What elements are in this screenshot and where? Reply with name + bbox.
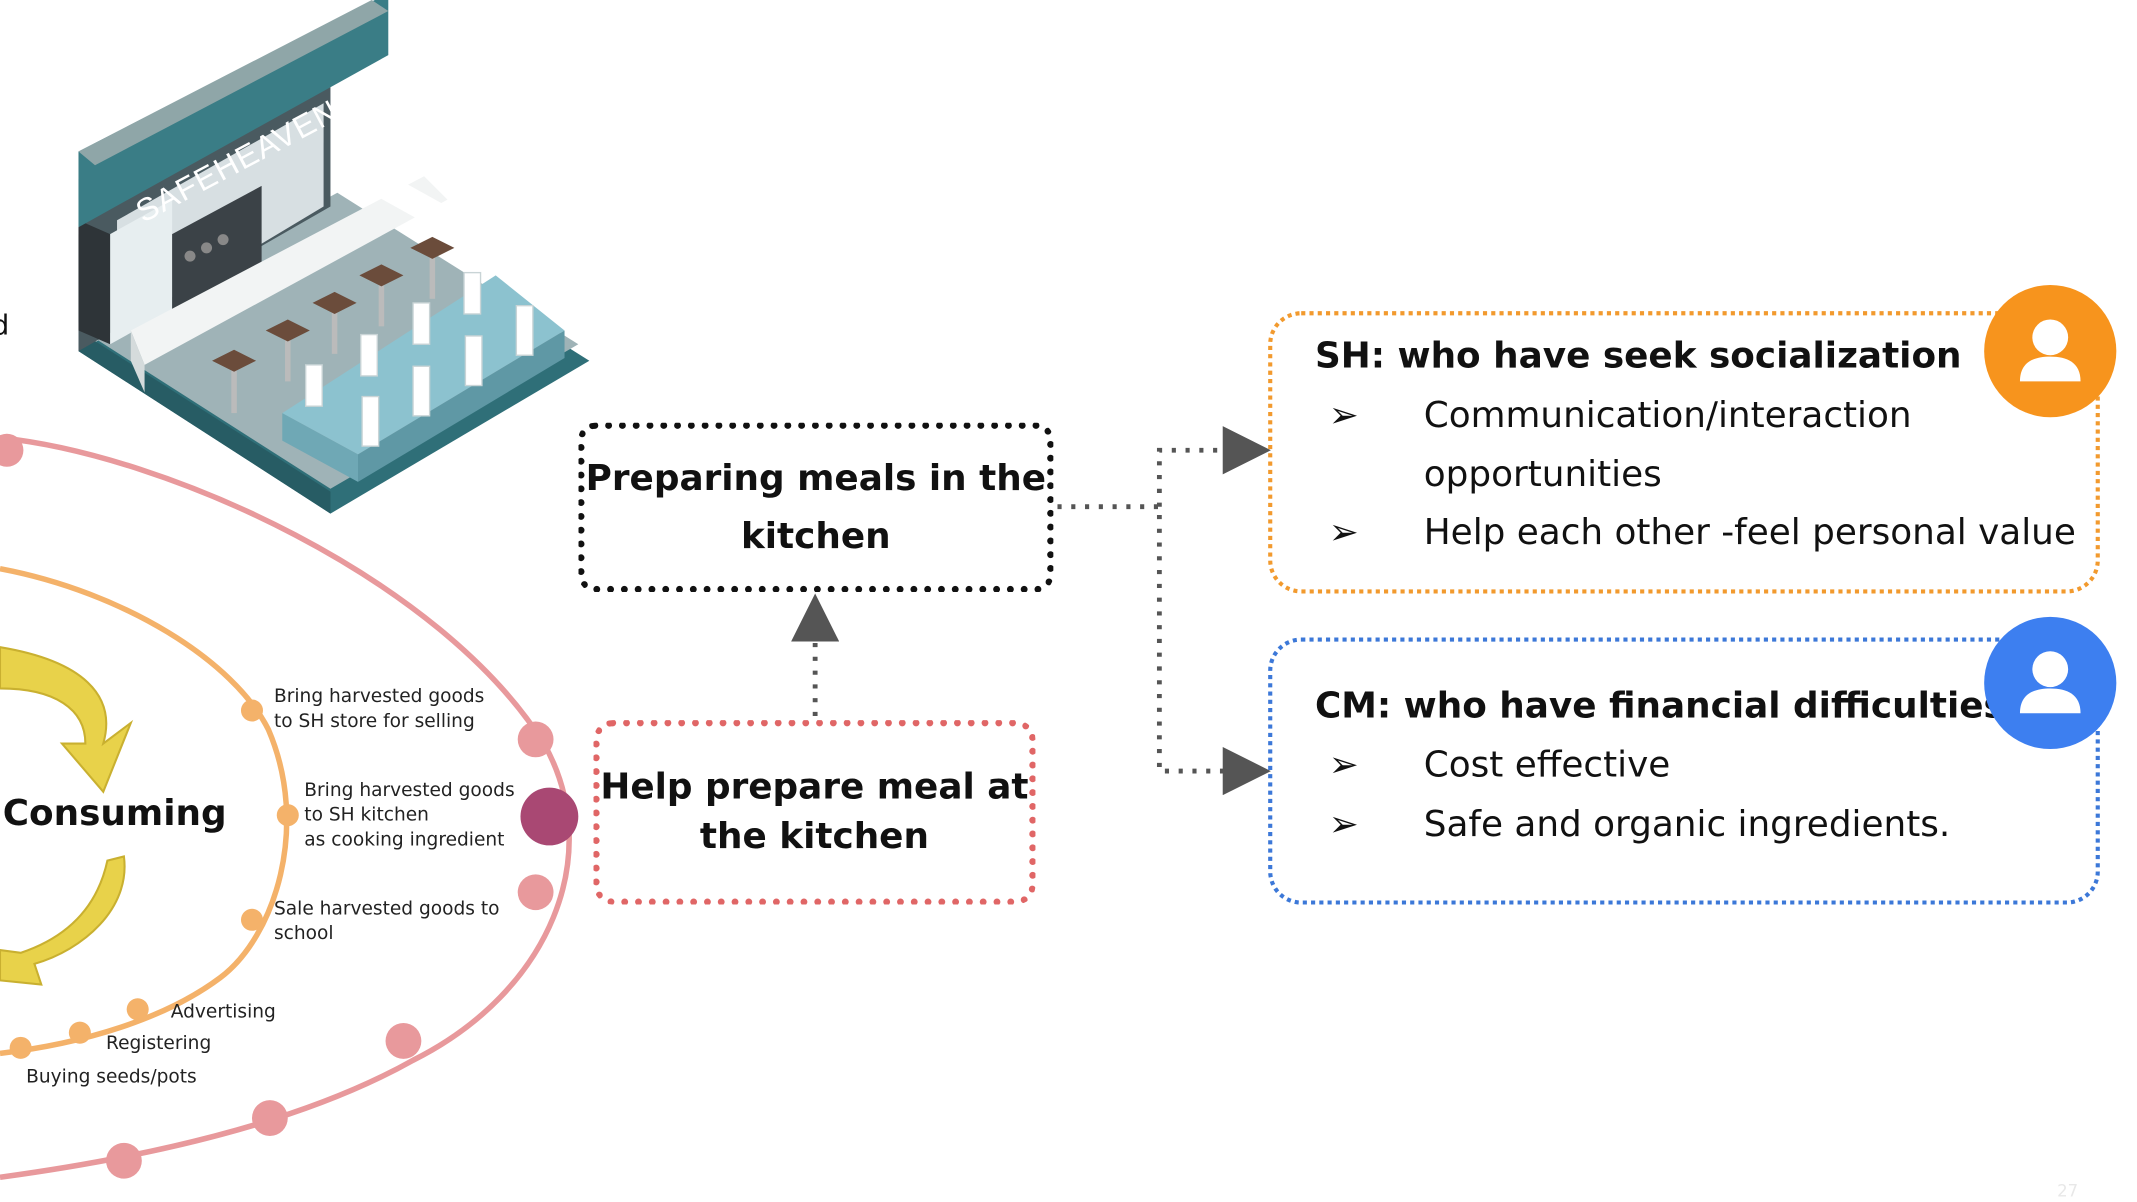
user-icon: [1984, 285, 2117, 418]
step-label: Sale harvested goods to: [274, 898, 500, 919]
sh-card: [1268, 311, 2100, 594]
highlight-node: [520, 787, 579, 846]
bullet-arrow-icon: ➢: [1328, 804, 1359, 846]
outer-ring-node: [0, 433, 24, 467]
outer-ring-node: [106, 1142, 142, 1179]
user-icon: [1984, 616, 2117, 750]
inner-ring-node: [68, 1021, 91, 1044]
cycle-arrow-bottom: [0, 855, 126, 986]
cycle-center-label: Consuming: [2, 793, 227, 835]
cm-card: [1268, 637, 2100, 905]
main-box-line: Preparing meals in the: [585, 457, 1047, 500]
step-label: Bring harvested goods: [304, 780, 514, 801]
page-number: 27: [2057, 1181, 2079, 1201]
step-label: school: [274, 923, 334, 944]
cm-bullet: Safe and organic ingredients.: [1423, 804, 1951, 846]
help-box-line: Help prepare meal at: [600, 766, 1029, 809]
cut-label: d: [0, 308, 9, 341]
step-label: as cooking ingredient: [304, 829, 504, 850]
outer-ring-node: [517, 721, 554, 758]
inner-ring-node: [240, 699, 263, 722]
connector-to-sh-card: [1156, 426, 1271, 507]
step-label: Registering: [106, 1033, 211, 1054]
inner-ring-node: [240, 908, 263, 931]
outer-ring-node: [517, 874, 554, 911]
outer-cycle-ring: [0, 435, 572, 1181]
outer-ring-node: [251, 1100, 288, 1136]
connector-main-to-cards: [1057, 504, 1271, 796]
inner-ring-node: [126, 998, 149, 1021]
help-box-line: the kitchen: [699, 816, 929, 858]
inner-ring-node: [276, 804, 299, 827]
cycle-arrow-top: [0, 646, 134, 794]
inner-ring-node: [9, 1036, 32, 1059]
bullet-arrow-icon: ➢: [1328, 744, 1359, 787]
inner-cycle-ring: [0, 565, 290, 1057]
sh-bullet: Help each other -feel personal value: [1423, 512, 2076, 554]
kitchen-illustration: [78, 0, 590, 514]
step-label: Bring harvested goods: [274, 686, 484, 707]
outer-ring-node: [385, 1023, 422, 1059]
step-label: to SH kitchen: [304, 805, 429, 826]
step-label: Buying seeds/pots: [26, 1066, 197, 1087]
sh-bullet: opportunities: [1423, 454, 1662, 496]
bullet-arrow-icon: ➢: [1328, 512, 1359, 554]
cm-card-title: CM: who have financial difficulties: [1314, 685, 2005, 728]
main-box-line: kitchen: [740, 515, 891, 557]
help-activity-box: Help prepare meal at the kitchen: [593, 720, 1036, 905]
step-label: to SH store for selling: [274, 711, 475, 732]
sh-bullet: Communication/interaction: [1423, 395, 1912, 437]
sh-card-title: SH: who have seek socialization: [1314, 335, 1962, 378]
bullet-arrow-icon: ➢: [1328, 395, 1359, 437]
main-activity-box: Preparing meals in the kitchen: [578, 422, 1054, 593]
cm-bullet: Cost effective: [1423, 744, 1671, 787]
step-label: Advertising: [171, 1002, 276, 1023]
